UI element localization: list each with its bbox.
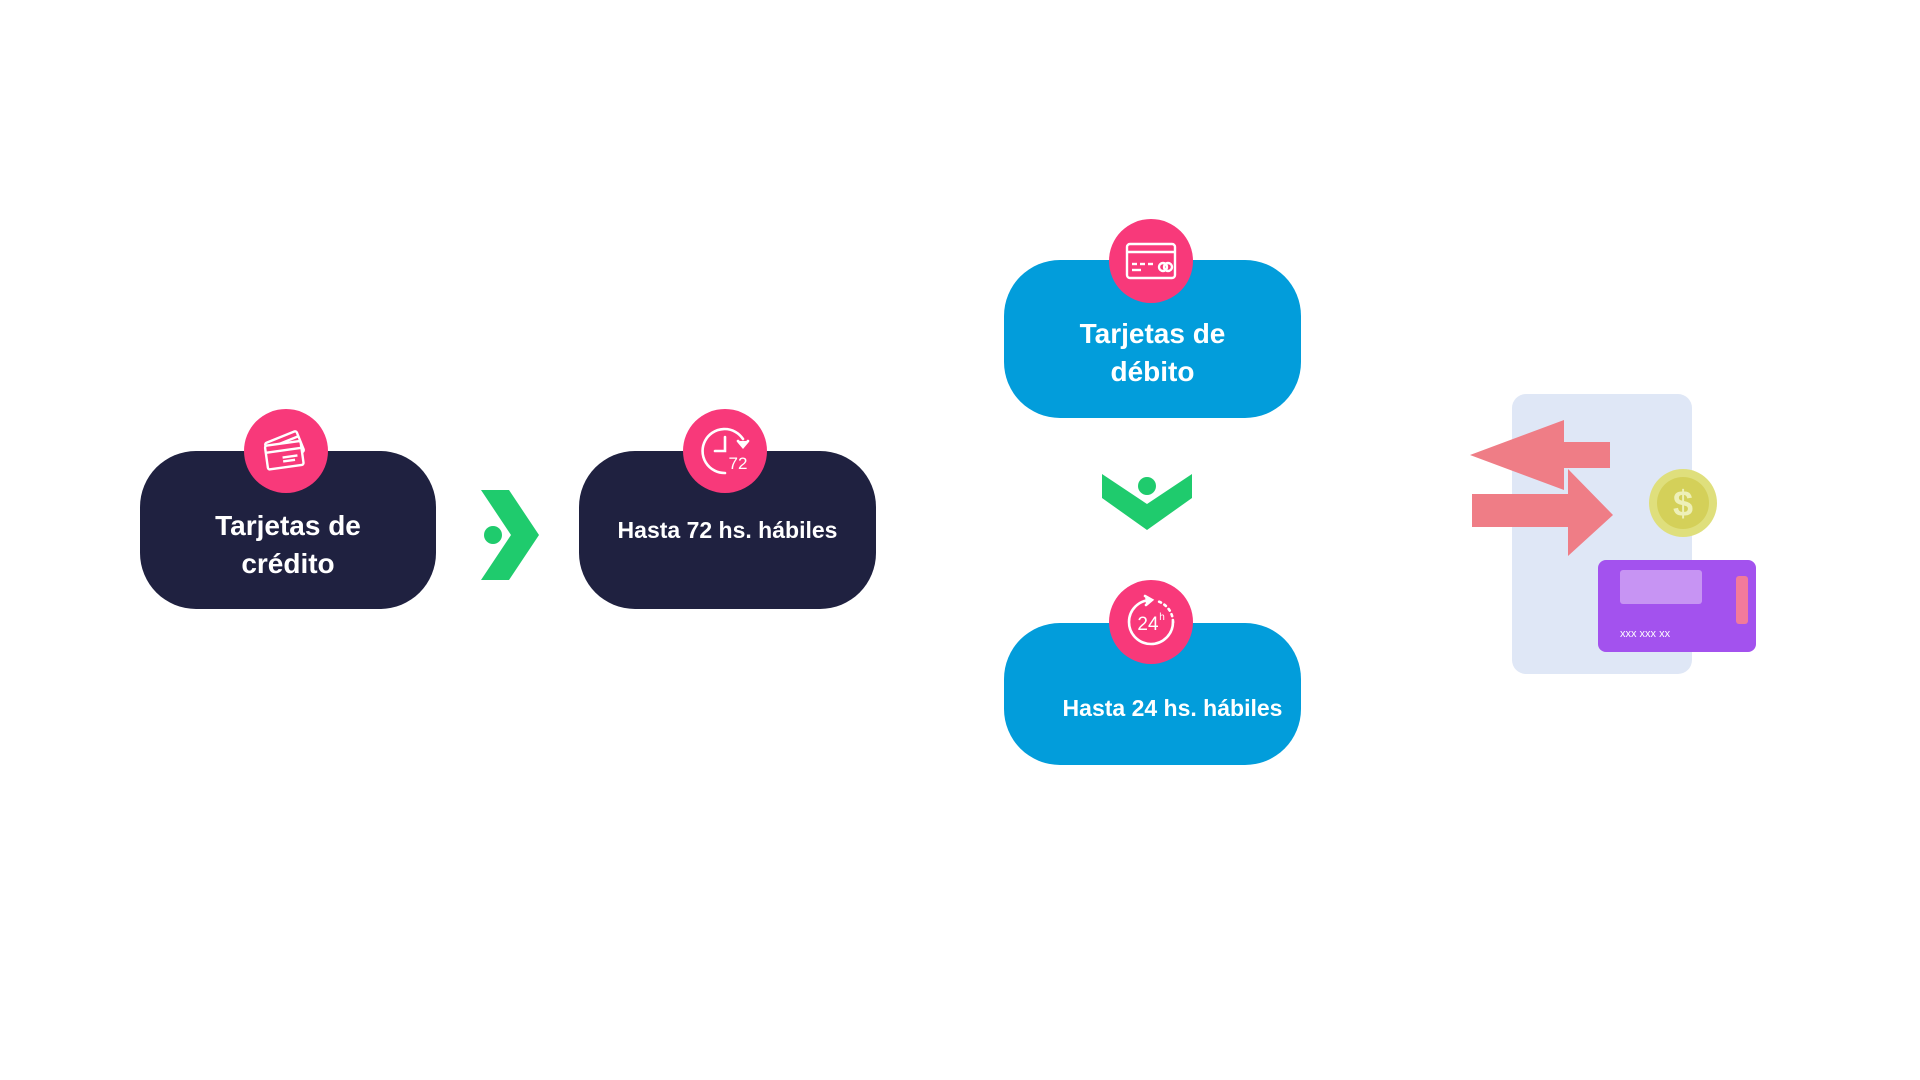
svg-text:h: h <box>1159 612 1165 623</box>
business-hours-72-pill: Hasta 72 hs. hábiles <box>579 451 876 609</box>
svg-text:72: 72 <box>729 454 748 473</box>
card-number: xxx xxx xx <box>1620 628 1671 640</box>
svg-text:24: 24 <box>1137 614 1159 635</box>
credit-card-label: Tarjetas de crédito <box>215 510 361 579</box>
arrow-right-icon <box>481 490 539 580</box>
debit-card-label: Tarjetas de débito <box>1079 318 1226 387</box>
clock-72-icon: 72 <box>683 409 767 493</box>
business-hours-72-label: Hasta 72 hs. hábiles <box>617 516 838 543</box>
business-hours-24-label: Hasta 24 hs. hábiles <box>1062 694 1283 721</box>
coin-symbol: $ <box>1673 483 1693 524</box>
arrow-down-icon <box>1102 474 1192 530</box>
clock-24h-icon: 24 h <box>1109 580 1193 664</box>
debit-card-icon <box>1109 219 1193 303</box>
credit-cards-icon <box>244 409 328 493</box>
payment-transfer-icon: $ xxx xxx xx <box>1470 394 1756 674</box>
